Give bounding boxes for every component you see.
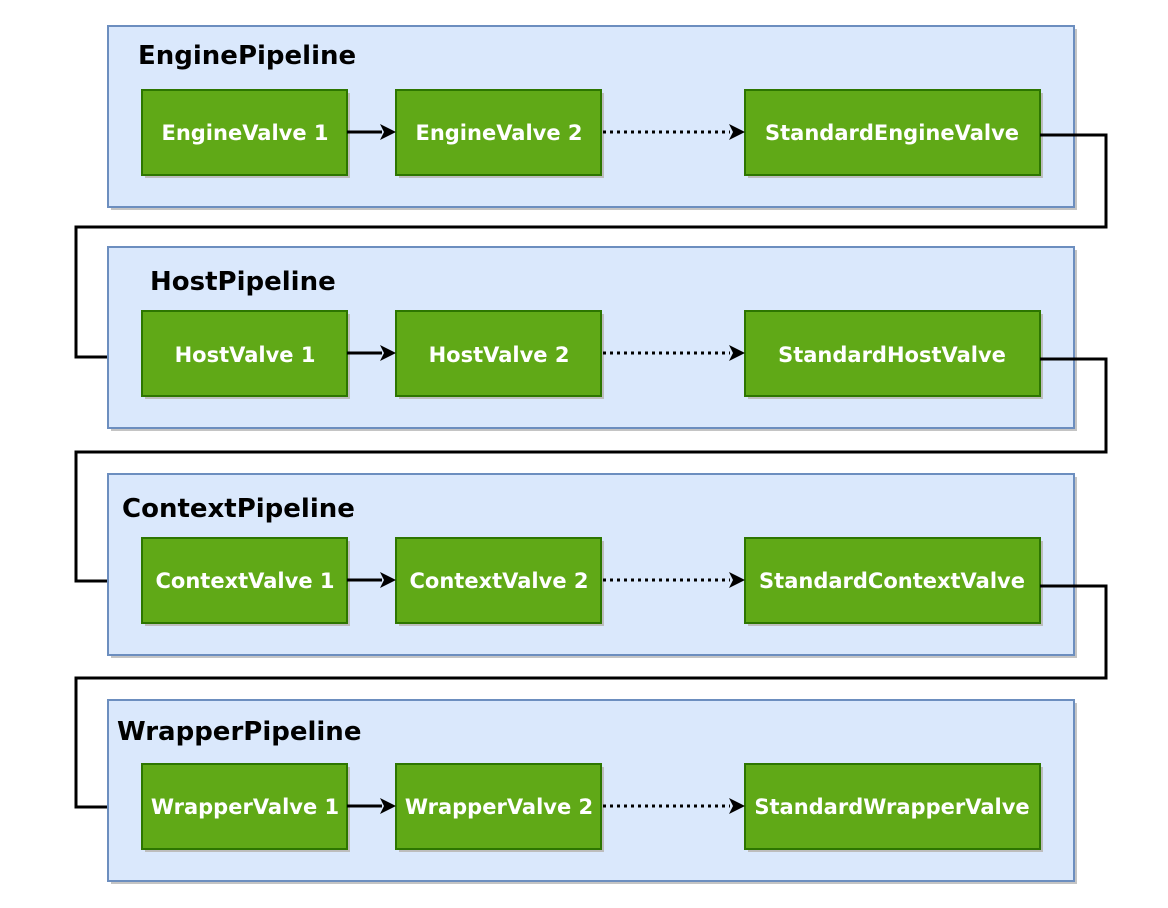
standard-context-valve-label: StandardContextValve (759, 569, 1025, 593)
wrapper-valve-1-box (141, 763, 348, 850)
standard-engine-valve-box (744, 89, 1041, 176)
context-valve-1-label: ContextValve 1 (156, 569, 335, 593)
context-pipeline-title: ContextPipeline (122, 494, 355, 524)
host-valve-1-box (141, 310, 348, 397)
context-arrowhead-2-to-standard (729, 572, 745, 588)
standard-engine-valve-label: StandardEngineValve (765, 121, 1019, 145)
engine-arrowhead-2-to-standard (729, 124, 745, 140)
engine-pipeline: EnginePipeline EngineValve 1 EngineValve… (107, 25, 1077, 210)
context-arrowhead-1-to-2 (380, 572, 396, 588)
wrapper-arrowhead-2-to-standard (729, 798, 745, 814)
wrapper-arrowhead-1-to-2 (380, 798, 396, 814)
host-valve-1-label: HostValve 1 (175, 343, 316, 367)
host-arrowhead-1-to-2 (380, 345, 396, 361)
standard-context-valve-box (744, 537, 1041, 624)
engine-arrowhead-1-to-2 (380, 124, 396, 140)
standard-host-valve-label: StandardHostValve (778, 343, 1006, 367)
engine-pipeline-title: EnginePipeline (138, 41, 356, 71)
host-pipeline-title: HostPipeline (150, 267, 336, 297)
wrapper-valve-2-label: WrapperValve 2 (405, 795, 593, 819)
connector-host-to-context (74, 357, 1108, 583)
standard-wrapper-valve-box (744, 763, 1041, 850)
wrapper-pipeline-title: WrapperPipeline (117, 717, 361, 747)
connector-context-to-wrapper (74, 584, 1108, 809)
context-pipeline: ContextPipeline ContextValve 1 ContextVa… (107, 473, 1077, 658)
host-pipeline: HostPipeline HostValve 1 HostValve 2 Sta… (107, 246, 1077, 431)
context-valve-1-box (141, 537, 348, 624)
standard-wrapper-valve-label: StandardWrapperValve (754, 795, 1029, 819)
engine-valve-1-label: EngineValve 1 (161, 121, 328, 145)
context-valve-2-label: ContextValve 2 (410, 569, 589, 593)
wrapper-pipeline: WrapperPipeline WrapperValve 1 WrapperVa… (107, 699, 1077, 884)
engine-valve-2-label: EngineValve 2 (415, 121, 582, 145)
connector-engine-to-host (74, 133, 1108, 359)
host-arrowhead-2-to-standard (729, 345, 745, 361)
host-valve-2-box (395, 310, 602, 397)
wrapper-valve-2-box (395, 763, 602, 850)
engine-valve-2-box (395, 89, 602, 176)
host-valve-2-label: HostValve 2 (429, 343, 570, 367)
wrapper-valve-1-label: WrapperValve 1 (151, 795, 339, 819)
context-valve-2-box (395, 537, 602, 624)
standard-host-valve-box (744, 310, 1041, 397)
